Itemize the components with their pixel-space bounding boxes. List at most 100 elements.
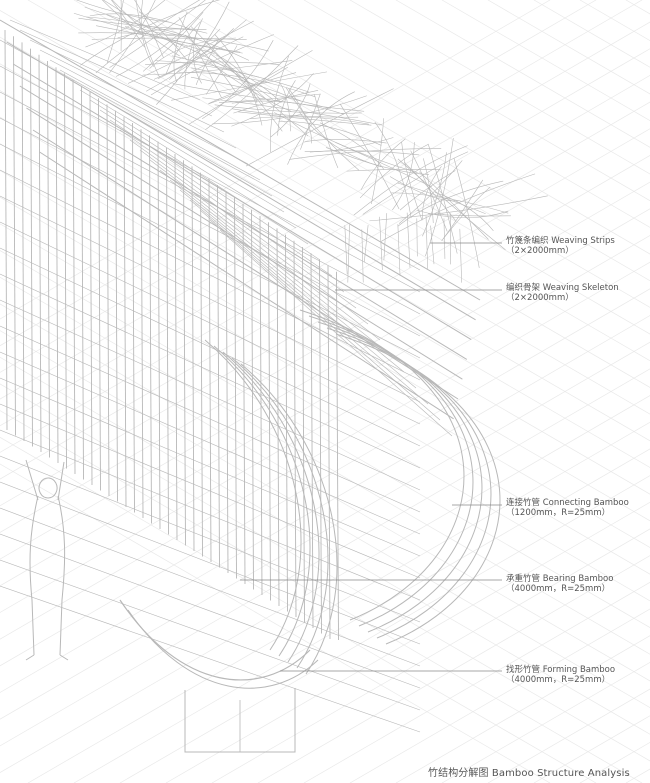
connecting-bamboo [109,119,321,261]
weaving-strip [142,12,204,72]
weaving-strip [102,0,179,48]
grid-line [211,528,650,783]
grid-line [119,0,650,308]
grid-line [303,581,650,783]
weaving-strip [300,93,321,150]
connecting-bamboo [179,189,405,373]
bearing-bamboo [302,246,305,623]
weaving-strip [171,55,260,78]
connecting-bamboo [149,159,369,325]
weaving-strip [360,138,406,191]
connecting-bamboo [0,559,421,711]
weaving-strip [397,182,486,215]
label-weaving-skeleton-title: 编织骨架 Weaving Skeleton [506,283,619,293]
grid-line [0,463,551,783]
weaving-strip [279,83,291,132]
weaving-strip [245,88,394,167]
connecting-bamboo [0,455,421,623]
connecting-bamboo [209,219,441,421]
connecting-bamboo [0,65,421,293]
weaving-strip [270,55,289,153]
weaving-strip [80,0,221,66]
forming-bamboo [213,345,311,657]
weaving-strip [278,120,382,146]
weaving-strip [84,6,198,40]
weaving-strip [208,72,297,104]
connecting-bamboo [0,585,421,733]
weaving-strip [374,121,412,219]
weaving-strip [194,56,282,103]
weaving-strip [428,213,511,217]
connecting-bamboo [79,89,285,213]
weaving-strip [233,89,319,114]
bearing-bamboo [234,197,237,579]
grid-line [625,768,650,783]
weaving-strip [172,83,365,112]
connecting-bamboo [0,169,421,381]
weaving-strip [106,14,182,36]
weaving-strips-drawing [73,0,548,283]
connecting-bamboo [0,117,421,337]
weaving-strip [111,0,180,57]
connecting-bamboo [0,351,421,535]
weaving-strip [202,40,274,120]
connecting-bamboo [0,195,421,403]
label-weaving-strips-title: 竹篾条编织 Weaving Strips [506,236,615,246]
bearing-bamboo [149,135,152,524]
bearing-bamboo [123,116,127,508]
weaving-strip [95,0,201,74]
bearing-bamboo [242,203,246,585]
bearing-bamboo [285,234,288,612]
person-body [29,495,66,656]
weaving-strip [353,145,468,216]
bearing-bamboo [191,166,195,552]
weaving-strip [91,37,247,40]
weaving-strip [346,169,441,172]
grid-line [0,0,597,347]
label-weaving-strips-sub: （2×2000mm） [506,246,574,256]
weaving-strip [208,47,309,137]
grid-line [625,0,650,15]
connecting-bamboo [0,91,421,315]
bearing-bamboo [21,42,25,442]
weaving-strip [212,95,367,125]
weaving-strip [120,0,122,52]
weaving-strip-end [397,224,401,276]
weaving-strip [425,138,454,257]
label-forming-bamboo: 找形竹管 Forming Bamboo （4000mm，R=25mm） [506,665,615,685]
forming-bamboo [204,339,302,651]
connecting-bamboo [19,29,213,117]
connecting-bamboo [89,99,297,229]
weaving-strip [399,170,456,211]
weaving-strip [125,26,215,54]
weaving-strip [85,0,166,48]
forming-bamboo-base [127,609,319,689]
weaving-strip-end [379,216,383,270]
weaving-strip [208,66,288,105]
bearing-bamboo [4,29,8,431]
weaving-strip [416,209,509,219]
weaving-strip [298,111,382,168]
weaving-strip [117,28,208,39]
weaving-strip-end [364,225,369,263]
weaving-strip [362,151,469,215]
weaving-strip [287,91,355,165]
weaving-strip [304,139,387,144]
grid-line [349,608,650,783]
connecting-bamboo [29,39,225,133]
connecting-bamboo [9,19,201,101]
weaving-strip [195,38,220,86]
weaving-strip [138,11,188,61]
weaving-strip [135,0,160,78]
weaving-strip [191,67,302,102]
bearing-bamboo [217,184,220,568]
